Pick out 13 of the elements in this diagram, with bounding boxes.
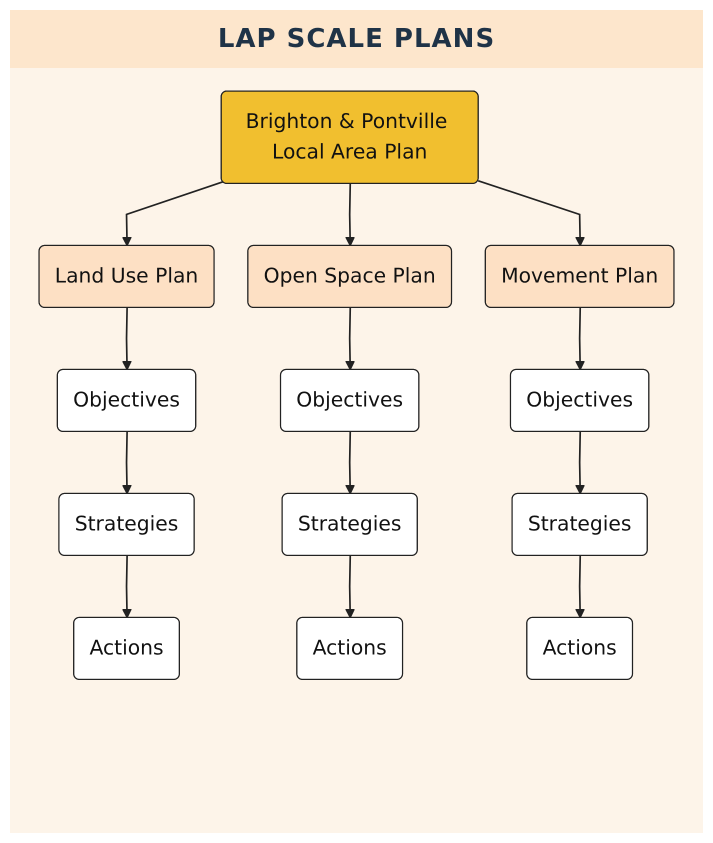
arrow	[345, 184, 356, 246]
arrow	[575, 556, 586, 618]
arrow	[122, 432, 132, 494]
arrow	[345, 432, 356, 494]
arrow	[575, 308, 586, 370]
arrow	[345, 556, 356, 618]
title: LAP SCALE PLANS	[10, 10, 703, 68]
arrow	[575, 432, 586, 494]
arrow	[478, 180, 586, 246]
arrow	[122, 181, 224, 246]
arrow	[345, 308, 356, 370]
arrow	[122, 308, 132, 370]
arrow	[122, 556, 132, 618]
